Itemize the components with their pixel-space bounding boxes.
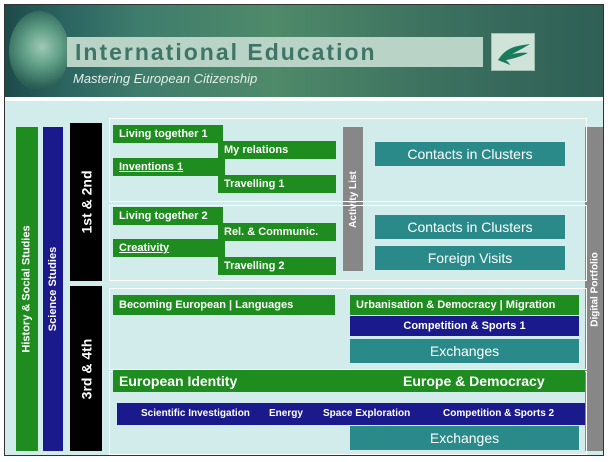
competition-sports-1-button[interactable]: Competition & Sports 1	[350, 316, 579, 336]
living-together-2-button[interactable]: Living together 2	[113, 207, 223, 225]
living-together-1-button[interactable]: Living together 1	[113, 125, 223, 143]
exchanges-button-2[interactable]: Exchanges	[350, 426, 579, 450]
science-studies-label: Science Studies	[47, 246, 59, 332]
travelling-2-button[interactable]: Travelling 2	[218, 257, 336, 275]
european-identity-label: European Identity	[119, 373, 238, 389]
panel-block-2	[109, 205, 587, 281]
year-3-4-label: 3rd & 4th	[78, 338, 94, 399]
digital-portfolio-label: Digital Portfolio	[589, 251, 601, 327]
competition-sports-2-link[interactable]: Competition & Sports 2	[443, 408, 555, 419]
globe-image	[9, 11, 69, 91]
rel-communic-button[interactable]: Rel. & Communic.	[218, 223, 336, 241]
inventions-1-button[interactable]: Inventions 1	[113, 158, 225, 176]
europe-democracy-label: Europe & Democracy	[403, 373, 545, 389]
creativity-button[interactable]: Creativity	[113, 239, 225, 257]
my-relations-button[interactable]: My relations	[218, 141, 336, 159]
travelling-1-button[interactable]: Travelling 1	[218, 175, 336, 193]
digital-portfolio-bar[interactable]: Digital Portfolio	[585, 127, 603, 451]
foreign-visits-button[interactable]: Foreign Visits	[375, 246, 565, 270]
urbanisation-democracy-migration-button[interactable]: Urbanisation & Democracy | Migration	[350, 295, 579, 315]
page-title: International Education	[75, 39, 377, 65]
contacts-in-clusters-button-1[interactable]: Contacts in Clusters	[375, 142, 565, 166]
scientific-investigation-link[interactable]: Scientific Investigation	[141, 408, 250, 419]
bird-logo-icon	[491, 33, 535, 71]
year-3-4-bar: 3rd & 4th	[70, 286, 102, 451]
contacts-in-clusters-button-2[interactable]: Contacts in Clusters	[375, 215, 565, 239]
header-banner: International Education Mastering Europe…	[5, 5, 603, 97]
energy-link[interactable]: Energy	[269, 408, 303, 419]
history-social-studies-label: History & Social Studies	[21, 225, 33, 353]
panel-block-1	[109, 118, 587, 202]
becoming-european-languages-button[interactable]: Becoming European | Languages	[113, 295, 335, 315]
science-topics-row: Scientific Investigation Energy Space Ex…	[117, 403, 585, 425]
european-identity-bar[interactable]: European Identity Europe & Democracy	[113, 370, 585, 392]
activity-list-bar[interactable]: Activity List	[343, 127, 363, 271]
year-1-2-label: 1st & 2nd	[78, 170, 95, 234]
header-divider	[5, 97, 603, 101]
year-1-2-bar: 1st & 2nd	[70, 123, 102, 281]
science-studies-bar[interactable]: Science Studies	[43, 127, 63, 451]
page-frame: International Education Mastering Europe…	[4, 4, 604, 456]
history-social-studies-bar[interactable]: History & Social Studies	[16, 127, 38, 451]
exchanges-button-1[interactable]: Exchanges	[350, 339, 579, 363]
title-band	[67, 37, 483, 67]
panel-block-3	[109, 288, 587, 370]
space-exploration-link[interactable]: Space Exploration	[323, 408, 411, 419]
subtitle: Mastering European Citizenship	[73, 71, 258, 86]
